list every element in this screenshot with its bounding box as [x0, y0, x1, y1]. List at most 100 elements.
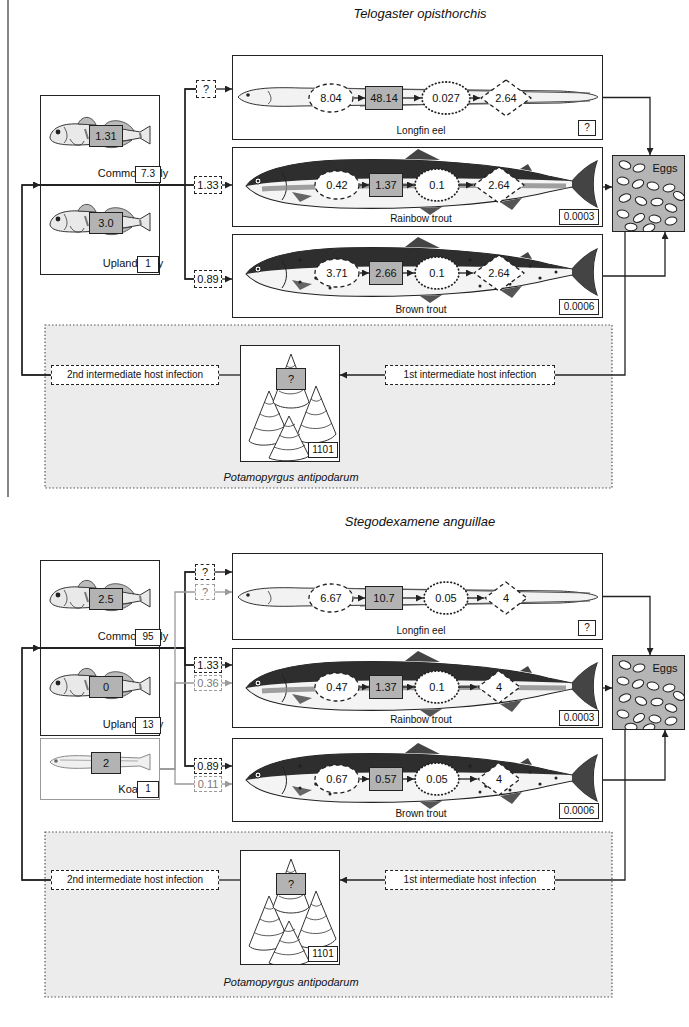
rate-label: 0.89 [194, 758, 222, 774]
connector [460, 272, 473, 273]
value-box: ? [276, 368, 306, 390]
figure-part [618, 192, 632, 203]
diamond-outline [474, 167, 524, 203]
definitive-host-box: Brown trout3.712.660.12.640.0006 [232, 234, 603, 318]
node-text: 2.64 [495, 92, 516, 105]
ellipse-outline [315, 259, 359, 287]
bully-figure [50, 117, 150, 147]
figure-part [479, 285, 482, 288]
count-box: 1 [137, 256, 159, 273]
figure-part [298, 786, 301, 789]
connector [22, 648, 51, 880]
node-text: 0 [103, 681, 109, 694]
value-diamond: 4 [484, 581, 528, 615]
trout-figure [246, 149, 597, 215]
figure-part [468, 258, 472, 262]
node-text: Rainbow trout [390, 714, 452, 726]
panel-title: Stegodexamene anguillae [345, 514, 495, 529]
value-diamond: 2.64 [473, 166, 525, 204]
definitive-host-box: Longfin eel8.0448.140.0272.64? [232, 55, 603, 140]
connector [222, 278, 232, 279]
node-text: ? [584, 622, 590, 634]
infection-box: 1st intermediate host infection [385, 870, 555, 890]
connector [215, 571, 232, 572]
node-text: 0.05 [435, 592, 456, 605]
node-text: 0.0003 [564, 211, 595, 223]
infection-box: 2nd intermediate host infection [51, 365, 219, 385]
figure-part [538, 276, 541, 279]
node-text: Eggs [650, 162, 679, 175]
host-fish-box: Upland bully013 [40, 648, 160, 736]
node-text: 1 [145, 258, 151, 270]
count-box: 1101 [308, 946, 338, 962]
connector [160, 769, 194, 784]
figure-part [528, 770, 531, 773]
node-text: 95 [142, 631, 153, 643]
connector [216, 88, 232, 89]
connector [360, 272, 369, 273]
figure-part [632, 212, 646, 225]
node-text: 10.7 [373, 592, 394, 605]
figure-part [648, 214, 661, 224]
node-text: 0.1 [429, 179, 444, 192]
definitive-host-box: Rainbow trout0.471.370.140.0003 [232, 648, 603, 728]
node-text: 1st intermediate host infection [404, 369, 537, 381]
host-fish-box: Koaro21 [40, 738, 160, 800]
node-text: 0.57 [375, 773, 396, 786]
connector [160, 648, 194, 665]
ellipse-outline [309, 584, 353, 612]
value-ellipse: 0.47 [314, 672, 360, 702]
connector [360, 184, 369, 185]
eggs-box: Eggs [612, 655, 685, 730]
figure-part [329, 287, 332, 290]
figure-part [509, 789, 512, 792]
brown-trout-figure [246, 743, 597, 809]
connector [160, 185, 194, 279]
connector [403, 686, 414, 687]
host-fish-box: Common bully1.317.3 [40, 95, 160, 185]
connector [460, 778, 477, 779]
node-text: Rainbow trout [390, 213, 452, 225]
figure-part [631, 178, 645, 190]
figure-part [273, 859, 309, 913]
value-box: 1.31 [89, 125, 123, 147]
count-box: 0.0006 [559, 299, 599, 315]
eel-figure [238, 88, 598, 107]
diamond-outline [474, 255, 524, 291]
value-ellipse: 3.71 [314, 258, 360, 288]
node-text: 0.0006 [564, 301, 595, 313]
rate-label: ? [195, 564, 215, 580]
node-text: 7.3 [141, 168, 155, 180]
connector [403, 597, 423, 598]
node-text: 0.11 [198, 778, 219, 791]
node-text: 0.0003 [564, 712, 595, 724]
figure-part [664, 716, 678, 726]
node-text: ? [202, 586, 208, 599]
figure-part [269, 921, 309, 964]
figure-part [632, 712, 646, 725]
figure-part [631, 678, 645, 690]
node-text: 13 [142, 719, 153, 731]
node-text: 0.89 [197, 273, 218, 286]
ellipse-outline [315, 765, 359, 793]
diamond-outline [478, 671, 520, 703]
ellipse-outline [309, 84, 353, 112]
connector [219, 879, 240, 880]
ellipse-outline [415, 169, 459, 201]
figure-part [273, 354, 309, 408]
connector [360, 778, 369, 779]
node-text: 0.36 [197, 677, 218, 690]
connector [215, 591, 232, 592]
node-text: 2.64 [488, 179, 509, 192]
node-text: ? [203, 83, 209, 96]
node-text: Longfin eel [397, 125, 446, 137]
connector [403, 778, 414, 779]
connector [603, 597, 650, 656]
node-text: 2nd intermediate host infection [67, 874, 203, 886]
value-circle: 0.05 [423, 581, 469, 615]
snail-band [45, 325, 612, 488]
connector [471, 97, 480, 98]
figure-part [672, 190, 684, 203]
connector [222, 765, 232, 766]
value-diamond: 4 [477, 762, 521, 796]
